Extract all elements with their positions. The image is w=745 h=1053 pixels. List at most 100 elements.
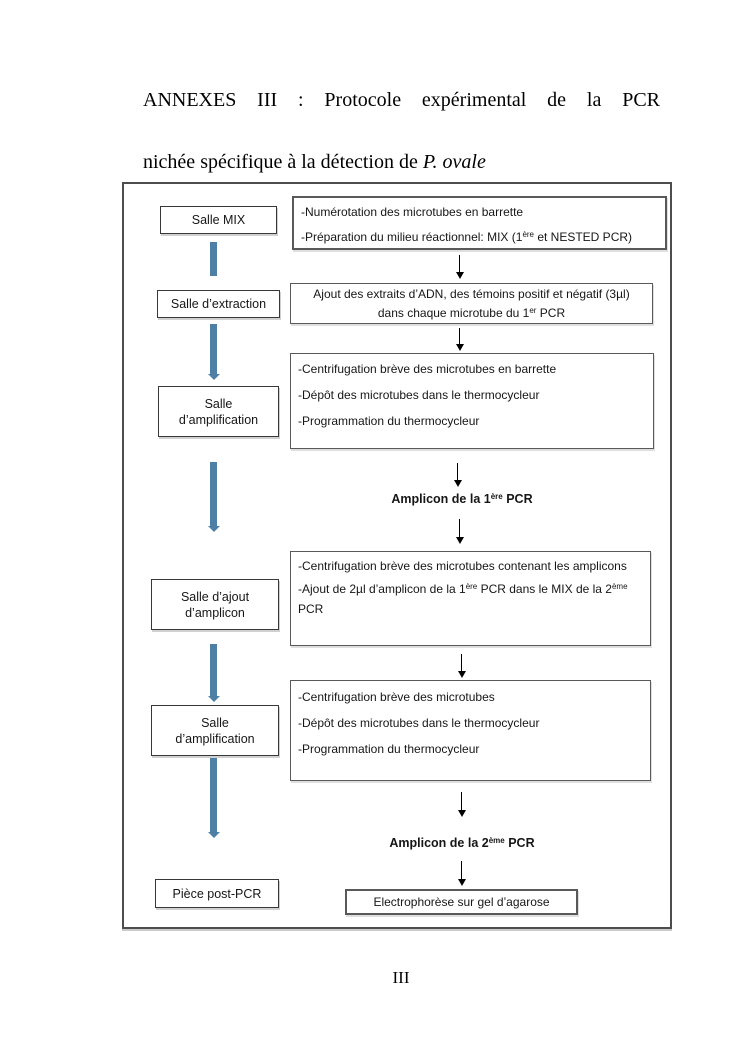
step-text: -Programmation du thermocycleur bbox=[298, 742, 480, 756]
down-arrowhead-icon bbox=[455, 537, 464, 544]
superscript: ère bbox=[465, 582, 478, 591]
room-label: d’amplicon bbox=[185, 605, 245, 620]
step-text: -Préparation du milieu réactionnel: MIX … bbox=[301, 230, 523, 244]
superscript: ère bbox=[490, 492, 503, 501]
step-text: -Ajout de 2µl d’amplicon de la 1 bbox=[298, 582, 466, 596]
step-text-line: -Centrifugation brève des microtubes en … bbox=[298, 361, 651, 377]
room-box-salle-amplification-1: Salle d’amplification bbox=[158, 386, 279, 437]
step-text-line: -Ajout de 2µl d’amplicon de la 1ère PCR … bbox=[298, 581, 648, 597]
page-title-species-name: P. ovale bbox=[422, 151, 486, 173]
room-box-piece-post-pcr: Pièce post-PCR bbox=[155, 879, 279, 908]
step-box-electrophorese: Electrophorèse sur gel d’agarose bbox=[345, 889, 578, 915]
superscript: er bbox=[529, 305, 537, 315]
connector-shaft bbox=[210, 324, 217, 374]
room-label: d’amplification bbox=[175, 731, 255, 746]
connector-shaft bbox=[210, 644, 217, 696]
step-text: PCR bbox=[536, 305, 566, 320]
step-text-line: -Programmation du thermocycleur bbox=[298, 741, 648, 757]
superscript: ème bbox=[488, 836, 505, 845]
connector-shaft bbox=[210, 242, 217, 276]
down-arrowhead-icon bbox=[455, 272, 464, 279]
label-text: PCR bbox=[504, 836, 535, 850]
room-label: Salle MIX bbox=[191, 213, 246, 227]
connector-shaft bbox=[210, 758, 217, 832]
arrow-shaft bbox=[456, 463, 459, 480]
down-arrowhead-icon bbox=[207, 374, 220, 380]
step-box-numerotation-preparation: -Numérotation des microtubes en barrette… bbox=[292, 196, 667, 250]
step-box-ajout-amplicon-mix2: -Centrifugation brève des microtubes con… bbox=[290, 551, 651, 646]
room-box-salle-amplification-2: Salle d’amplification bbox=[151, 705, 279, 756]
page-title-line2: nichée spécifique à la détection de P. o… bbox=[143, 147, 660, 178]
step-text-line: dans chaque microtube du 1er PCR bbox=[291, 304, 652, 323]
arrow-shaft bbox=[460, 861, 463, 879]
room-label: Salle bbox=[201, 715, 229, 730]
blue-connector-bar bbox=[206, 242, 221, 276]
page-number-text: III bbox=[392, 968, 410, 987]
room-label: d’amplification bbox=[178, 412, 259, 427]
arrow-shaft bbox=[460, 654, 463, 671]
step-text: -Numérotation des microtubes en barrette bbox=[301, 205, 524, 219]
down-arrow bbox=[456, 654, 467, 678]
step-text: -Programmation du thermocycleur bbox=[298, 414, 480, 428]
step-text: -Centrifugation brève des microtubes bbox=[298, 690, 495, 704]
superscript: ère bbox=[522, 230, 534, 239]
step-text: Electrophorèse sur gel d’agarose bbox=[373, 895, 550, 909]
room-label: Pièce post-PCR bbox=[172, 886, 262, 901]
room-label: Salle d’extraction bbox=[170, 297, 267, 311]
page-title-line1: ANNEXES III : Protocole expérimental de … bbox=[143, 85, 660, 147]
step-text: PCR dans le MIX de la 2 bbox=[477, 582, 612, 596]
down-arrowhead-icon bbox=[207, 696, 220, 702]
blue-connector-arrow bbox=[206, 462, 221, 532]
arrow-shaft bbox=[460, 792, 463, 810]
down-arrowhead-icon bbox=[457, 810, 466, 817]
step-box-ajout-extraits-adn: Ajout des extraits d’ADN, des témoins po… bbox=[290, 283, 653, 324]
step-box-centrifugation-thermocycleur-2: -Centrifugation brève des microtubes -Dé… bbox=[290, 680, 651, 781]
blue-connector-arrow bbox=[206, 758, 221, 838]
page-title-line2-text: nichée spécifique à la détection de bbox=[143, 151, 423, 173]
step-text-line: -Dépôt des microtubes dans le thermocycl… bbox=[298, 715, 648, 731]
step-text-line: -Programmation du thermocycleur bbox=[298, 413, 651, 429]
down-arrowhead-icon bbox=[455, 344, 464, 351]
page-title: ANNEXES III : Protocole expérimental de … bbox=[143, 85, 660, 178]
down-arrowhead-icon bbox=[457, 671, 466, 678]
page-title-line1-text: ANNEXES III : Protocole expérimental de … bbox=[143, 89, 660, 111]
step-text: -Centrifugation brève des microtubes en … bbox=[298, 362, 557, 376]
arrow-shaft bbox=[458, 519, 461, 537]
arrow-shaft bbox=[458, 255, 461, 272]
page-number: III bbox=[143, 968, 659, 988]
connector-shaft bbox=[210, 462, 217, 526]
amplicon-2eme-pcr-label: Amplicon de la 2ème PCR bbox=[281, 836, 643, 850]
step-text-line: -Numérotation des microtubes en barrette bbox=[301, 204, 661, 220]
step-text: -Centrifugation brève des microtubes con… bbox=[298, 559, 627, 573]
blue-connector-arrow bbox=[206, 324, 221, 380]
down-arrowhead-icon bbox=[453, 480, 462, 487]
down-arrow bbox=[456, 792, 467, 817]
step-text: Ajout des extraits d’ADN, des témoins po… bbox=[313, 286, 630, 301]
step-text-line: -Dépôt des microtubes dans le thermocycl… bbox=[298, 387, 651, 403]
blue-connector-arrow bbox=[206, 644, 221, 702]
step-text: et NESTED PCR) bbox=[534, 230, 633, 244]
step-box-centrifugation-thermocycleur-1: -Centrifugation brève des microtubes en … bbox=[290, 353, 654, 449]
amplicon-1ere-pcr-label: Amplicon de la 1ère PCR bbox=[281, 492, 643, 506]
label-text: Amplicon de la 2 bbox=[389, 836, 489, 850]
step-text-line: Ajout des extraits d’ADN, des témoins po… bbox=[291, 285, 652, 304]
step-text: PCR bbox=[298, 602, 324, 616]
down-arrow bbox=[456, 861, 467, 886]
step-text: -Dépôt des microtubes dans le thermocycl… bbox=[298, 388, 540, 402]
step-text-line: -Centrifugation brève des microtubes bbox=[298, 689, 648, 705]
down-arrow bbox=[454, 519, 465, 544]
down-arrowhead-icon bbox=[207, 832, 220, 838]
label-text: PCR bbox=[502, 492, 533, 506]
down-arrowhead-icon bbox=[457, 879, 466, 886]
step-text: dans chaque microtube du 1 bbox=[377, 305, 530, 320]
step-text-line: PCR bbox=[298, 601, 648, 617]
label-text: Amplicon de la 1 bbox=[391, 492, 491, 506]
down-arrow bbox=[452, 463, 463, 487]
down-arrowhead-icon bbox=[207, 526, 220, 532]
step-text: -Dépôt des microtubes dans le thermocycl… bbox=[298, 716, 540, 730]
superscript: ème bbox=[611, 582, 628, 591]
arrow-shaft bbox=[458, 328, 461, 344]
room-box-salle-mix: Salle MIX bbox=[160, 206, 277, 234]
down-arrow bbox=[454, 328, 465, 351]
